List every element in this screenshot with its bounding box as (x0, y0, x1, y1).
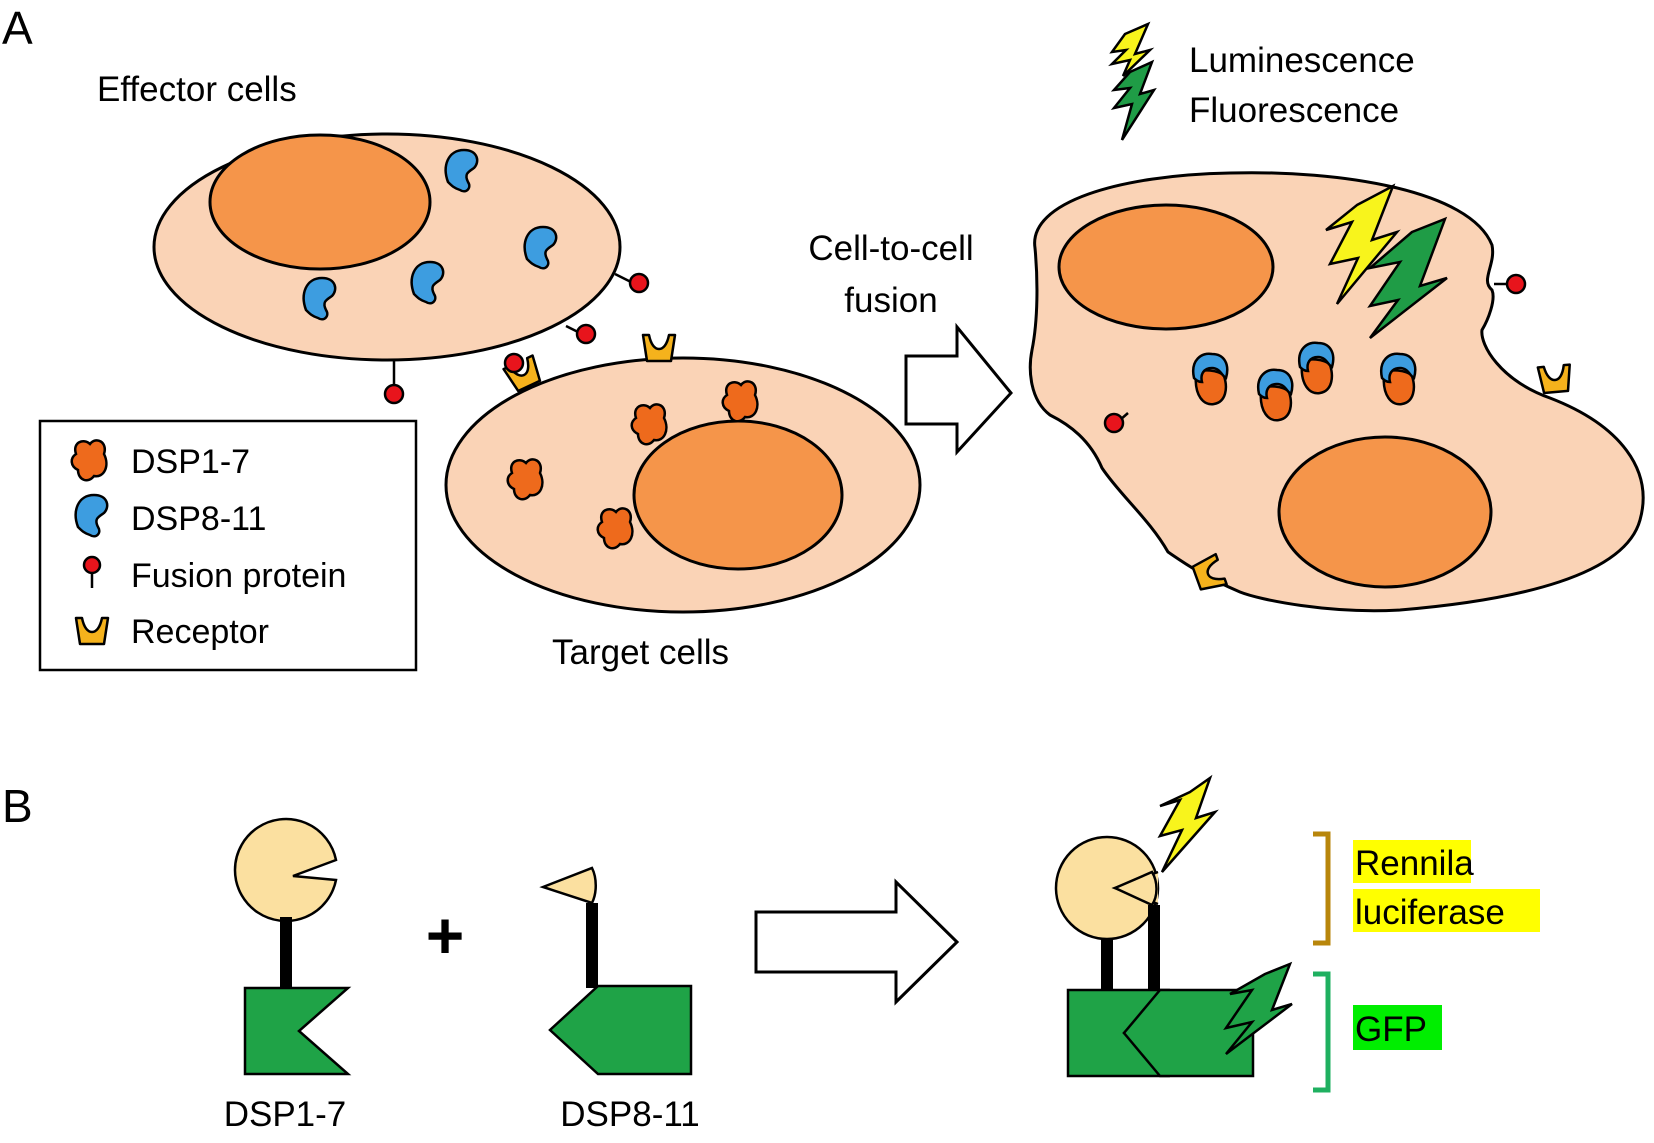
gfp-bracket (1313, 971, 1331, 1093)
reconstitution-arrow (754, 878, 960, 1006)
reconstituted-dsp (1054, 774, 1293, 1078)
fused-cell (1028, 171, 1645, 613)
gfp-highlight (1353, 1005, 1442, 1050)
target-nucleus (632, 419, 844, 571)
dsp-pair (1256, 368, 1294, 422)
luciferase-highlight (1353, 889, 1540, 932)
legend-receptor-label: Receptor (131, 613, 269, 651)
target-cell (444, 356, 922, 614)
panel-a-letter: A (2, 2, 33, 54)
receptor (1536, 363, 1574, 395)
fusion-arrow-label-1: Cell-to-cell (808, 229, 973, 268)
rennila-highlight (1353, 840, 1471, 883)
legend: DSP1-7 DSP8-11 Fusion protein Receptor (38, 419, 418, 672)
dsp17-label: DSP1-7 (224, 1095, 347, 1134)
lightning-yellow-icon (1108, 21, 1155, 77)
legend-dsp811-label: DSP8-11 (131, 500, 266, 538)
effector-nucleus (208, 133, 432, 271)
legend-fusion-icon (82, 555, 102, 588)
effector-cells-label: Effector cells (97, 70, 297, 109)
luciferase-label: luciferase (1355, 893, 1505, 932)
fusion-proteins-effector (383, 272, 650, 405)
dsp-pair (1379, 352, 1417, 406)
fusion-arrow (904, 322, 1013, 456)
fused-nucleus-1 (1057, 203, 1275, 331)
receptor (641, 333, 677, 363)
legend-dsp17-label: DSP1-7 (131, 443, 250, 481)
dsp-pair (1191, 352, 1229, 406)
luciferase-bracket (1313, 831, 1331, 946)
fluorescence-label: Fluorescence (1189, 91, 1399, 130)
effector-cell (152, 132, 622, 362)
fused-nucleus-2 (1277, 435, 1493, 589)
dsp17-construct (233, 817, 352, 1076)
lightning-green-icon (1110, 59, 1157, 141)
dsp811-construct (539, 866, 693, 1076)
fusion-arrow-label-2: fusion (844, 281, 937, 320)
gfp-label: GFP (1355, 1010, 1427, 1049)
lightning-green-icon (1365, 216, 1448, 339)
rennila-label: Rennila (1355, 844, 1474, 883)
lightning-yellow-icon (1325, 183, 1401, 305)
lightning-yellow-icon (1157, 774, 1219, 873)
panel-b-letter: B (2, 780, 33, 832)
dsp811-label: DSP8-11 (560, 1095, 699, 1134)
lightning-green-icon (1223, 961, 1293, 1055)
luminescence-label: Luminescence (1189, 41, 1415, 80)
fusion-protein (1505, 273, 1527, 295)
target-cells-label: Target cells (552, 633, 729, 672)
signal-legend: Luminescence Fluorescence (1108, 21, 1415, 141)
legend-fusion-label: Fusion protein (131, 557, 346, 595)
fusion-protein-bound (503, 352, 525, 374)
fusion-protein (1103, 412, 1125, 434)
dsp-pair (1297, 341, 1335, 395)
plus-sign: + (426, 898, 465, 972)
